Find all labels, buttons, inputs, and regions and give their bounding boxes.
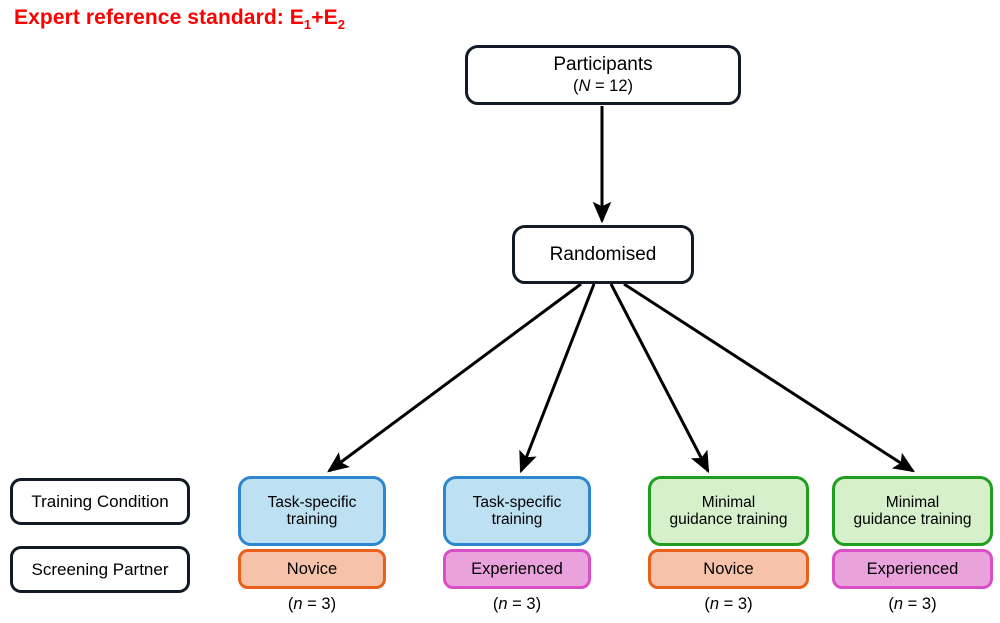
figure-title-subscript-2: 2 (337, 17, 346, 32)
row-label-training-condition[interactable]: Training Condition (10, 478, 190, 525)
arm-1-n-symbol: n (293, 595, 303, 613)
arm-3-n-symbol: n (709, 595, 720, 613)
arm-3-n-label: (n = 3) (704, 595, 753, 613)
arm-1-partner-label: Novice (286, 559, 338, 578)
row-label-screening-partner[interactable]: Screening Partner (10, 546, 190, 593)
arm-1-condition-line-2: training (286, 511, 338, 528)
arm-2-condition-line-2: training (491, 511, 543, 528)
participants-count-symbol: N (578, 77, 591, 96)
arrow-randomised-to-arm-1 (327, 282, 582, 473)
arm-2-partner-label: Experienced (471, 559, 563, 578)
randomised-label: Randomised (549, 243, 657, 265)
arm-2-condition-line-1: Task-specific (472, 493, 562, 511)
participants-count: (N = 12) (572, 77, 634, 96)
arm-1-partner-box[interactable]: Novice (238, 549, 386, 589)
figure-title-subscript-1: 1 (303, 17, 312, 32)
arm-2-n-symbol: n (498, 595, 508, 613)
arm-4-partner-label: Experienced (866, 559, 959, 578)
arm-3-condition-line-2: guidance training (669, 511, 788, 528)
arrow-randomised-to-arm-3 (609, 283, 710, 474)
arm-2-partner-box[interactable]: Experienced (443, 549, 591, 589)
arm-4-condition-line-2: guidance training (853, 511, 972, 528)
arm-4-partner-box[interactable]: Experienced (832, 549, 993, 589)
arm-3-partner-label: Novice (703, 559, 754, 578)
node-participants[interactable]: Participants (N = 12) (465, 45, 741, 105)
figure-title: Expert reference standard: E1+E2 (14, 6, 346, 32)
arm-1-condition-box[interactable]: Task-specific training (238, 476, 386, 546)
arm-4-condition-box[interactable]: Minimal guidance training (832, 476, 993, 546)
arm-1-n-label: (n = 3) (287, 595, 337, 613)
arm-2-condition-box[interactable]: Task-specific training (443, 476, 591, 546)
arm-2-n-label: (n = 3) (492, 595, 542, 613)
figure-title-mid: +E (311, 6, 338, 29)
row-label-screening-partner-text: Screening Partner (31, 559, 169, 579)
arm-4-n-label: (n = 3) (888, 595, 937, 613)
node-randomised[interactable]: Randomised (512, 225, 694, 284)
figure-title-prefix: Expert reference standard: E (14, 6, 304, 29)
arrow-randomised-to-arm-4 (623, 282, 916, 473)
arm-3-condition-box[interactable]: Minimal guidance training (648, 476, 809, 546)
arm-4-condition-line-1: Minimal (885, 493, 940, 511)
arm-1-condition-line-1: Task-specific (267, 493, 357, 511)
arrow-randomised-to-arm-2 (519, 283, 596, 474)
arm-3-condition-line-1: Minimal (701, 493, 756, 511)
arm-4-n-symbol: n (893, 595, 904, 613)
arm-3-partner-box[interactable]: Novice (648, 549, 809, 589)
row-label-training-condition-text: Training Condition (31, 491, 169, 511)
participants-label: Participants (553, 54, 653, 76)
